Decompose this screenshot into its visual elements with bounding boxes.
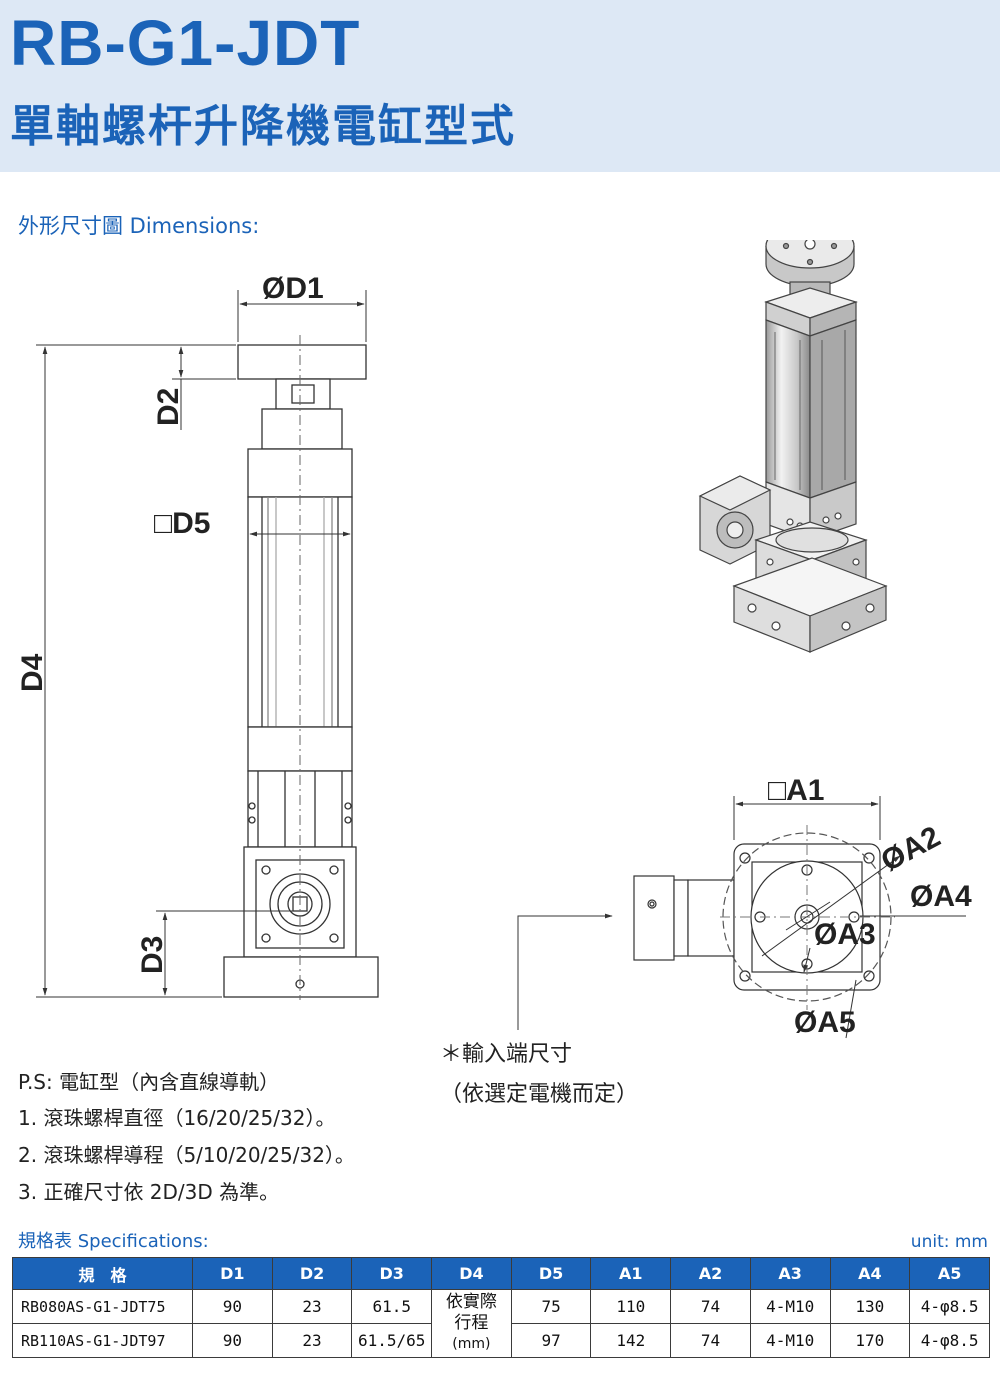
cell-d3: 61.5 bbox=[351, 1289, 433, 1324]
dimension-drawing: ØD1 D2 □D5 D4 D3 □A1 ØA2 ØA4 ØA3 ØA5 bbox=[16, 240, 972, 1039]
d4-note-line3: (mm) bbox=[452, 1336, 491, 1352]
label-d4: D4 bbox=[16, 653, 49, 692]
front-dimensions bbox=[36, 290, 367, 998]
label-a3: ØA3 bbox=[814, 918, 876, 951]
cell-a2: 74 bbox=[670, 1289, 751, 1324]
ps-note-1: 1. 滾珠螺桿直徑（16/20/25/32）。 bbox=[18, 1106, 336, 1130]
cell-a3: 4-M10 bbox=[749, 1323, 831, 1358]
cell-a1: 110 bbox=[590, 1289, 672, 1324]
header-banner: RB-G1-JDT 單軸螺杆升降機電缸型式 bbox=[0, 0, 1000, 172]
unit-label: unit: mm bbox=[910, 1232, 988, 1252]
cell-d2: 23 bbox=[271, 1323, 353, 1358]
cell-a5: 4-φ8.5 bbox=[909, 1323, 990, 1358]
cell-d5: 75 bbox=[510, 1289, 592, 1324]
ps-note-3: 3. 正確尺寸依 2D/3D 為準。 bbox=[18, 1180, 280, 1204]
bottom-dimensions bbox=[517, 796, 966, 1039]
input-note-line2: （依選定電機而定） bbox=[440, 1082, 639, 1107]
d4-note-line1: 依實際 bbox=[445, 1292, 497, 1312]
cell-model: RB110AS-G1-JDT97 bbox=[12, 1323, 193, 1358]
cell-a4: 130 bbox=[829, 1289, 911, 1324]
ps-note-0: P.S: 電缸型（內含直線導軌） bbox=[18, 1070, 280, 1094]
col-header-a1: A1 bbox=[590, 1257, 672, 1290]
isometric-view bbox=[698, 240, 888, 653]
cell-d2: 23 bbox=[271, 1289, 353, 1324]
label-a2: ØA2 bbox=[876, 820, 946, 878]
cell-d4-note: 依實際 行程 (mm) bbox=[431, 1289, 512, 1358]
cell-a5: 4-φ8.5 bbox=[909, 1289, 990, 1324]
cell-model: RB080AS-G1-JDT75 bbox=[12, 1289, 193, 1324]
table-row: RB080AS-G1-JDT75 90 23 61.5 依實際 行程 (mm) … bbox=[12, 1289, 990, 1358]
col-header-d5: D5 bbox=[510, 1257, 592, 1290]
cell-d5: 97 bbox=[510, 1323, 592, 1358]
cell-d3: 61.5/65 bbox=[351, 1323, 433, 1358]
ps-note-2: 2. 滾珠螺桿導程（5/10/20/25/32）。 bbox=[18, 1143, 355, 1167]
col-header-a2: A2 bbox=[670, 1257, 751, 1290]
label-a5: ØA5 bbox=[794, 1006, 856, 1039]
model-subtitle: 單軸螺杆升降機電缸型式 bbox=[10, 101, 516, 152]
spec-table: 規 格 D1 D2 D3 D4 D5 A1 A2 A3 A4 A5 RB080A… bbox=[12, 1257, 990, 1358]
col-header-d1: D1 bbox=[192, 1257, 273, 1290]
cell-a1: 142 bbox=[590, 1323, 672, 1358]
col-header-d3: D3 bbox=[351, 1257, 433, 1290]
cell-a4: 170 bbox=[829, 1323, 911, 1358]
dimensions-heading: 外形尺寸圖 Dimensions: bbox=[18, 214, 260, 238]
col-header-model: 規 格 bbox=[12, 1257, 193, 1290]
input-note-line1: ＊輸入端尺寸 bbox=[440, 1042, 573, 1067]
col-header-d4: D4 bbox=[431, 1257, 512, 1290]
model-title: RB-G1-JDT bbox=[10, 7, 361, 79]
cell-d1: 90 bbox=[192, 1289, 273, 1324]
d4-note-line2: 行程 bbox=[454, 1313, 489, 1333]
label-d3: D3 bbox=[136, 936, 169, 974]
col-header-a5: A5 bbox=[909, 1257, 990, 1290]
label-a4: ØA4 bbox=[910, 880, 972, 913]
spec-heading: 規格表 Specifications: bbox=[18, 1231, 209, 1252]
cell-a3: 4-M10 bbox=[749, 1289, 831, 1324]
spec-header-row: 規 格 D1 D2 D3 D4 D5 A1 A2 A3 A4 A5 bbox=[12, 1257, 990, 1290]
col-header-a4: A4 bbox=[829, 1257, 911, 1290]
col-header-d2: D2 bbox=[271, 1257, 353, 1290]
label-a1: □A1 bbox=[768, 774, 824, 807]
label-d1: ØD1 bbox=[262, 272, 324, 305]
cell-d1: 90 bbox=[192, 1323, 273, 1358]
label-d2: D2 bbox=[152, 388, 185, 426]
table-row: RB110AS-G1-JDT97 90 23 61.5/65 97 142 74… bbox=[12, 1323, 990, 1358]
col-header-a3: A3 bbox=[749, 1257, 831, 1290]
label-d5: □D5 bbox=[154, 507, 210, 540]
front-view bbox=[223, 335, 379, 1000]
cell-a2: 74 bbox=[670, 1323, 751, 1358]
